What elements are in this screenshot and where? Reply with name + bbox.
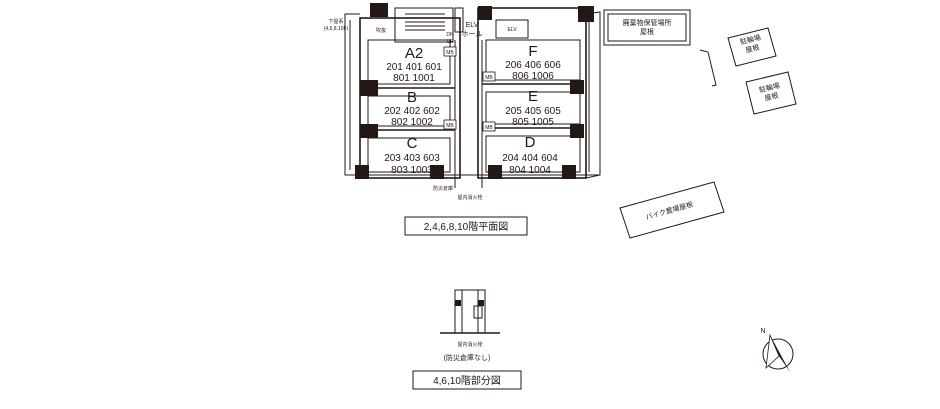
bike-parking-roof — [619, 181, 725, 239]
unit-f-id: F — [528, 43, 537, 60]
shimoya-label-2: (4,6,8,10F) — [324, 26, 349, 32]
elv-hall-label-2: ホール — [462, 30, 483, 38]
unit-e-rooms-2: 805 1005 — [512, 117, 554, 128]
mb-label-1: MB — [446, 50, 454, 56]
dn-label: DN — [446, 32, 454, 38]
north-label: N — [760, 328, 765, 335]
haikibutsu-label-2: 屋根 — [640, 27, 654, 36]
plan-caption-box — [404, 216, 528, 236]
mb-label-2: MB — [485, 75, 493, 81]
okunai-shoukasen-label: 屋内消火栓 — [457, 194, 482, 201]
unit-b-rooms-2: 802 1002 — [391, 117, 433, 128]
unit-c-rooms-2: 803 1003 — [391, 165, 433, 176]
unit-a2-id: A2 — [405, 45, 423, 62]
mb-label-4: MB — [485, 125, 493, 131]
mb-boxes — [443, 46, 496, 132]
bicycle-parking-roof-1 — [699, 27, 777, 87]
unit-a2-rooms-2: 801 1001 — [393, 73, 435, 84]
unit-b-id: B — [407, 89, 417, 106]
unit-b-rooms-1: 202 402 602 — [384, 106, 440, 117]
north-compass — [762, 333, 794, 372]
unit-labels: A2 201 401 601 801 1001 B 202 402 602 80… — [384, 43, 561, 176]
unit-a2-rooms-1: 201 401 601 — [386, 62, 442, 73]
unit-e-id: E — [528, 88, 538, 105]
main-building — [344, 7, 601, 188]
fukinuke-label: 吹抜 — [376, 27, 386, 34]
waste-storage-roof — [603, 9, 691, 46]
unit-d-rooms-2: 804 1004 — [509, 165, 551, 176]
elv-label: ELV — [507, 27, 517, 33]
unit-c-rooms-1: 203 403 603 — [384, 153, 440, 164]
bousai-souko-label: 防災倉庫 — [433, 185, 453, 192]
unit-c-id: C — [407, 135, 418, 152]
unit-d-rooms-1: 204 404 604 — [502, 153, 558, 164]
unit-e-rooms-1: 205 405 605 — [505, 106, 561, 117]
elv-hall-label-1: ELV — [466, 22, 479, 29]
unit-d-id: D — [525, 134, 536, 151]
unit-f-rooms-2: 806 1006 — [512, 71, 554, 82]
plan-caption: 2,4,6,8,10階平面図 — [424, 221, 508, 233]
partial-plan — [440, 289, 500, 334]
haikibutsu-label-1: 廃棄物保管場所 — [623, 18, 672, 27]
partial-caption: 4,6,10階部分図 — [433, 374, 501, 387]
partial-note: (防災倉庫なし) — [444, 353, 491, 362]
partial-shoukasen-label: 屋内消火栓 — [457, 341, 482, 348]
bike-roof-label: バイク置場屋根 — [645, 200, 694, 222]
up-label: UP — [447, 39, 455, 45]
mb-label-3: MB — [446, 123, 454, 129]
bicycle-parking-roof-2 — [745, 71, 797, 115]
partial-columns — [455, 300, 484, 306]
unit-f-rooms-1: 206 406 606 — [505, 60, 561, 71]
shimoya-label-1: 下屋系 — [328, 18, 343, 25]
structural-columns — [355, 3, 594, 179]
partial-caption-box — [412, 370, 522, 390]
